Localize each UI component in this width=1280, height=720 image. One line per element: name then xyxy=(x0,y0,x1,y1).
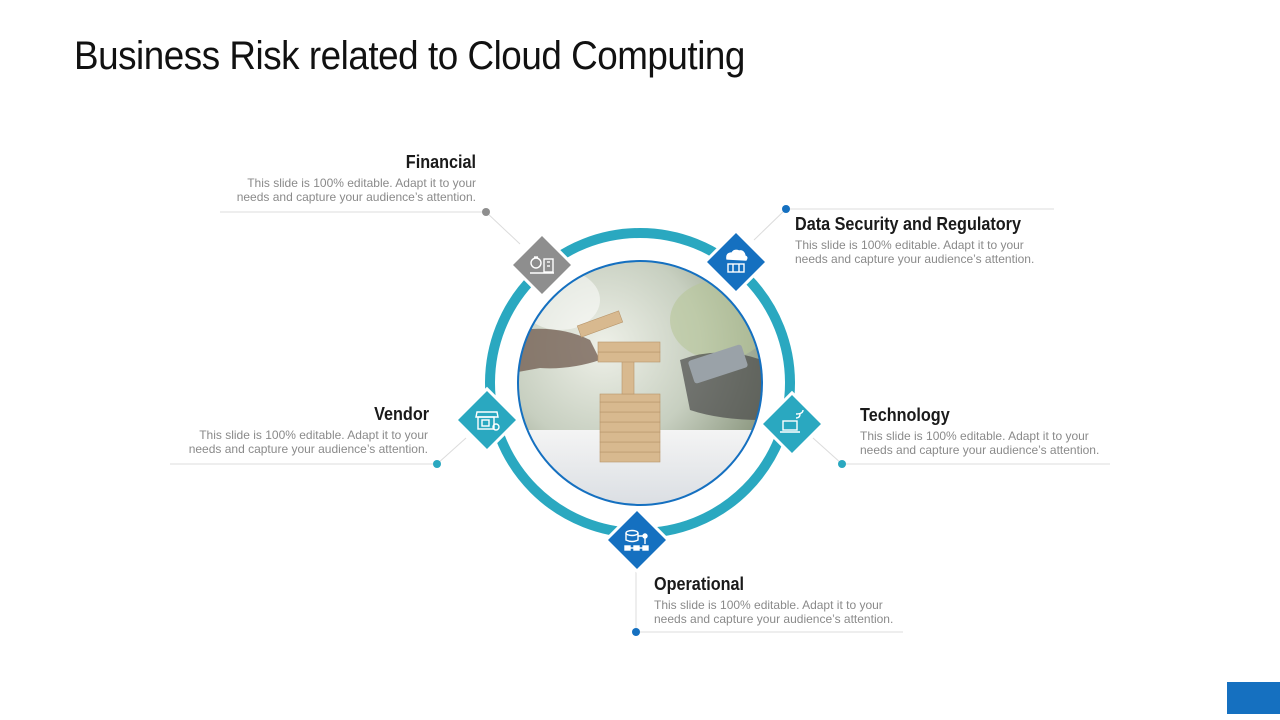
financial-node xyxy=(508,231,576,299)
vendor-heading: Vendor xyxy=(374,404,429,424)
technology-description: This slide is 100% editable. Adapt it to… xyxy=(860,429,1120,457)
technology-node xyxy=(758,390,826,458)
vendor-description-line-2: needs and capture your audience’s attent… xyxy=(188,442,428,456)
vendor-description: This slide is 100% editable. Adapt it to… xyxy=(168,428,428,456)
financial-description-line-2: needs and capture your audience’s attent… xyxy=(236,190,476,204)
data-security-description: This slide is 100% editable. Adapt it to… xyxy=(795,238,1055,266)
connector-lines xyxy=(170,208,1110,633)
operational-description-line-2: needs and capture your audience’s attent… xyxy=(654,612,894,626)
money-bag-building-icon xyxy=(530,256,554,274)
vendor-description-line-1: This slide is 100% editable. Adapt it to… xyxy=(199,428,428,442)
data-security-description-line-1: This slide is 100% editable. Adapt it to… xyxy=(795,238,1024,252)
data-security-dot xyxy=(782,205,790,213)
cloud-server-icon xyxy=(726,249,748,273)
store-icon xyxy=(475,411,500,431)
technology-description-line-1: This slide is 100% editable. Adapt it to… xyxy=(860,429,1089,443)
connector-dots xyxy=(433,205,846,636)
data-security-node xyxy=(702,228,770,296)
technology-heading: Technology xyxy=(860,405,950,425)
laptop-signal-icon xyxy=(780,409,804,433)
financial-dot xyxy=(482,208,490,216)
operational-dot xyxy=(632,628,640,636)
operational-description: This slide is 100% editable. Adapt it to… xyxy=(654,598,914,626)
data-security-heading: Data Security and Regulatory xyxy=(795,214,1021,234)
vendor-dot xyxy=(433,460,441,468)
operational-description-line-1: This slide is 100% editable. Adapt it to… xyxy=(654,598,883,612)
operational-heading: Operational xyxy=(654,574,745,594)
database-flow-icon xyxy=(624,529,649,551)
financial-description-line-1: This slide is 100% editable. Adapt it to… xyxy=(247,176,476,190)
financial-heading: Financial xyxy=(405,152,476,172)
financial-description: This slide is 100% editable. Adapt it to… xyxy=(216,176,476,204)
technology-dot xyxy=(838,460,846,468)
technology-description-line-2: needs and capture your audience’s attent… xyxy=(860,443,1100,457)
center-photo xyxy=(518,261,762,505)
vendor-node xyxy=(453,386,521,454)
inner-ring xyxy=(517,260,763,506)
data-security-description-line-2: needs and capture your audience’s attent… xyxy=(795,252,1035,266)
operational-node xyxy=(603,506,671,574)
page-title: Business Risk related to Cloud Computing xyxy=(74,34,745,78)
accent-box xyxy=(1227,682,1280,714)
